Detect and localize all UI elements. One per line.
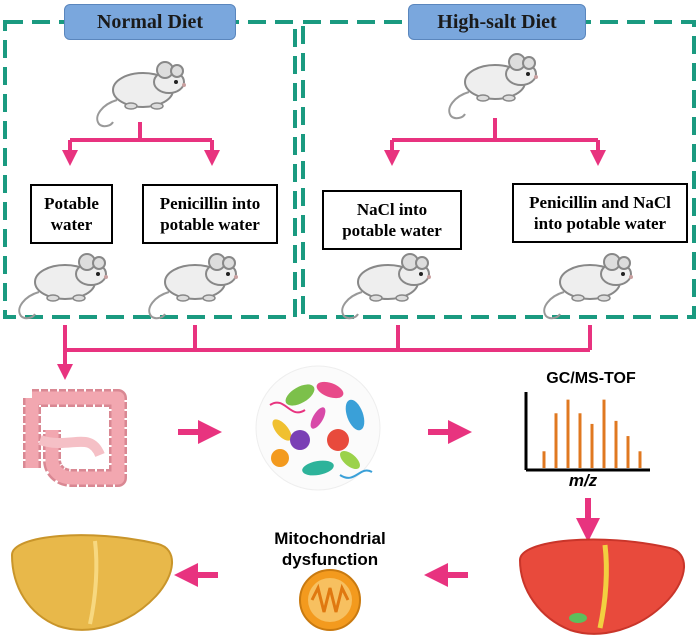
mouse-icon (543, 253, 634, 320)
mass-spectrum-peaks (542, 399, 642, 468)
mouse-icon (18, 253, 109, 320)
mouse-icon (448, 53, 539, 120)
intestine-icon (23, 389, 127, 487)
mouse-icon (96, 61, 187, 128)
microbiota-icon (255, 365, 381, 491)
mouse-icon (148, 253, 239, 320)
sampling-arrows (57, 325, 592, 380)
high-salt-diet-title: High-salt Diet (408, 4, 586, 40)
normal-branch-arrows (62, 122, 220, 166)
normal-diet-title: Normal Diet (64, 4, 236, 40)
mass-spectrum-axis-label: m/z (568, 471, 598, 490)
mitochondrion-icon (299, 569, 361, 631)
liver-icon (10, 534, 173, 631)
high-salt-branch-arrows (384, 118, 606, 166)
mass-spectrum-icon (524, 392, 650, 472)
mass-spectrum-title: GC/MS-TOF (546, 370, 636, 387)
mouse-icon (341, 253, 432, 320)
liver-icon (518, 538, 685, 635)
